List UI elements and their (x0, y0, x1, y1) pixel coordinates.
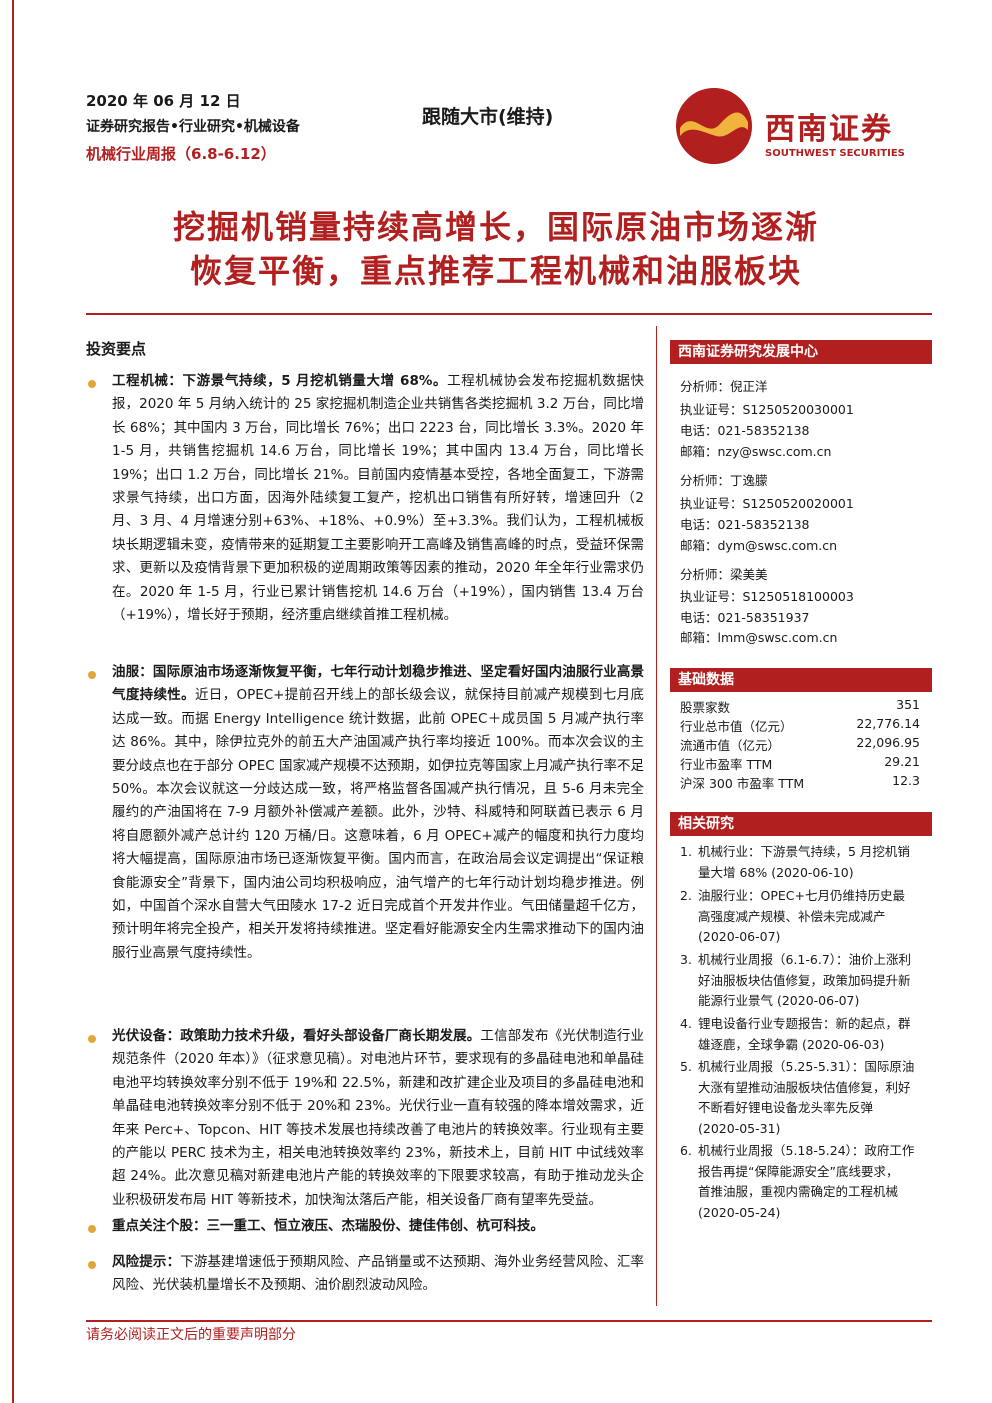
basic-data-key: 流通市值（亿元） (680, 738, 781, 753)
analyst-license: 执业证号：S1250520030001 (680, 402, 854, 417)
logo-english-name: SOUTHWEST SECURITIES (765, 148, 905, 159)
related-item-line: 油服行业：OPEC+七月仍维持历史最 (698, 888, 905, 903)
related-item-line: 大涨有望推动油服板块估值修复，利好 (698, 1079, 911, 1095)
logo-chinese-name: 西南证券 (765, 112, 893, 147)
analyst-name: 分析师：丁逸朦 (680, 473, 768, 488)
point-body: 工信部发布《光伏制造行业规范条件（2020 年本）》（征求意见稿）。对电池片环节… (112, 1028, 645, 1208)
basic-data-key: 股票家数 (680, 700, 731, 715)
basic-data-key: 行业总市值（亿元） (680, 719, 793, 734)
related-item-line: 量大增 68% (2020-06-10) (698, 864, 854, 880)
related-item-number: 5. (680, 1059, 692, 1074)
report-series: 机械行业周报（6.8-6.12） (86, 145, 276, 163)
basic-data-value: 22,776.14 (856, 716, 920, 731)
report-title-line-1: 挖掘机销量持续高增长，国际原油市场逐渐 (172, 208, 819, 246)
analyst-name: 分析师：梁美美 (680, 567, 768, 582)
analyst-name: 分析师：倪正洋 (680, 379, 768, 394)
related-item-line: 报告再提“保障能源安全”底线要求， (698, 1163, 899, 1179)
related-item-line: 高强度减产规模、补偿未完成减产 (698, 908, 886, 924)
basic-data-key: 沪深 300 市盈率 TTM (680, 776, 805, 791)
point-lead: 光伏设备：政策助力技术升级，看好头部设备厂商长期发展。 (112, 1028, 481, 1044)
footer-disclaimer: 请务必阅读正文后的重要声明部分 (86, 1327, 296, 1343)
point-lead: 重点关注个股：三一重工、恒立液压、杰瑞股份、捷佳伟创、杭可科技。 (112, 1218, 544, 1234)
footer-divider (86, 1320, 932, 1322)
point-body: 下游基建增速低于预期风险、产品销量或不达预期、海外业务经营风险、汇率风险、光伏装… (112, 1254, 645, 1294)
related-item-line: 好油服板块估值修复，政策加码提升新 (698, 972, 911, 988)
analyst-phone: 电话：021-58351937 (680, 610, 810, 625)
related-research-header: 相关研究 (670, 812, 932, 836)
related-item-line: 锂电设备行业专题报告：新的起点，群 (698, 1016, 911, 1031)
related-item-line: 机械行业周报（6.1-6.7）：油价上涨利 (698, 952, 912, 967)
point-key-stocks: 重点关注个股：三一重工、恒立液压、杰瑞股份、捷佳伟创、杭可科技。 (112, 1215, 644, 1238)
header-divider (86, 313, 932, 315)
related-item-number: 3. (680, 952, 692, 967)
point-body: 工程机械协会发布挖掘机数据快报，2020 年 5 月纳入统计的 25 家挖掘机制… (112, 373, 644, 624)
analyst-phone: 电话：021-58352138 (680, 423, 810, 438)
basic-data-value: 29.21 (884, 754, 920, 769)
related-item[interactable]: 6. 机械行业周报（5.18-5.24）：政府工作 报告再提“保障能源安全”底线… (680, 1141, 930, 1223)
report-title-line-2: 恢复平衡，重点推荐工程机械和油服板块 (189, 252, 802, 290)
analyst-license: 执业证号：S1250518100003 (680, 589, 854, 604)
related-item[interactable]: 3. 机械行业周报（6.1-6.7）：油价上涨利 好油服板块估值修复，政策加码提… (680, 950, 930, 1012)
analyst-email[interactable]: 邮箱：dym@swsc.com.cn (680, 538, 838, 553)
page-edge-line (12, 0, 14, 1403)
bullet-icon (88, 1225, 96, 1233)
related-item-number: 2. (680, 888, 692, 903)
basic-data-header: 基础数据 (670, 668, 932, 692)
investment-highlights-heading: 投资要点 (86, 340, 147, 358)
basic-data-value: 22,096.95 (856, 735, 920, 750)
related-item-number: 1. (680, 844, 692, 859)
research-center-header: 西南证券研究发展中心 (670, 340, 932, 364)
analyst-license: 执业证号：S1250520020001 (680, 496, 854, 511)
point-body: 近日，OPEC+提前召开线上的部长级会议，就保持目前减产规模到七月底达成一致。而… (112, 687, 644, 961)
bullet-icon (88, 1035, 96, 1043)
related-item-number: 4. (680, 1016, 692, 1031)
related-item-line: 机械行业周报（5.25-5.31）：国际原油 (698, 1059, 915, 1074)
bullet-icon (88, 380, 96, 388)
point-oil-services: 油服：国际原油市场逐渐恢复平衡，七年行动计划稳步推进、坚定看好国内油服行业高景气… (112, 661, 644, 965)
point-risk-warning: 风险提示：下游基建增速低于预期风险、产品销量或不达预期、海外业务经营风险、汇率风… (112, 1251, 644, 1298)
basic-data-value: 351 (896, 697, 920, 712)
related-item-line: (2020-06-07) (698, 929, 781, 944)
related-item-line: 首推油服，重视内需确定的工程机械 (698, 1184, 899, 1199)
analyst-email[interactable]: 邮箱：lmm@swsc.com.cn (680, 630, 838, 645)
related-item-line: (2020-05-31) (698, 1120, 781, 1136)
related-item-line: 雄逐鹿，全球争霸 (2020-06-03) (698, 1036, 885, 1052)
industry-rating: 跟随大市(维持) (422, 106, 554, 128)
report-category: 证券研究报告•行业研究•机械设备 (86, 119, 300, 135)
related-item-line: (2020-05-24) (698, 1204, 781, 1220)
point-lead: 工程机械：下游景气持续，5 月挖机销量大增 68%。 (112, 373, 448, 389)
related-item-line: 不断看好锂电设备龙头率先反弹 (698, 1100, 874, 1115)
point-lead: 油服：国际原油市场逐渐恢复平衡，七年行动计划稳步推进、坚定看好国内油服行业高景气… (112, 664, 644, 704)
analyst-email[interactable]: 邮箱：nzy@swsc.com.cn (680, 444, 832, 459)
point-construction-machinery: 工程机械：下游景气持续，5 月挖机销量大增 68%。工程机械协会发布挖掘机数据快… (112, 370, 644, 627)
basic-data-value: 12.3 (892, 773, 920, 788)
point-photovoltaic: 光伏设备：政策助力技术升级，看好头部设备厂商长期发展。工信部发布《光伏制造行业规… (112, 1025, 644, 1212)
related-item-line: 能源行业景气 (2020-06-07) (698, 993, 860, 1008)
report-date: 2020 年 06 月 12 日 (86, 92, 241, 110)
related-item[interactable]: 2. 油服行业：OPEC+七月仍维持历史最 高强度减产规模、补偿未完成减产 (2… (680, 886, 930, 948)
southwest-securities-logo-icon (676, 88, 752, 164)
related-item-line: 机械行业：下游景气持续，5 月挖机销 (698, 844, 910, 859)
point-lead: 风险提示： (112, 1254, 181, 1270)
related-item[interactable]: 1. 机械行业：下游景气持续，5 月挖机销 量大增 68% (2020-06-1… (680, 842, 930, 883)
column-divider (656, 326, 657, 1306)
related-item[interactable]: 5. 机械行业周报（5.25-5.31）：国际原油 大涨有望推动油服板块估值修复… (680, 1057, 930, 1139)
bullet-icon (88, 671, 96, 679)
related-item-number: 6. (680, 1143, 692, 1158)
bullet-icon (88, 1261, 96, 1269)
related-item[interactable]: 4. 锂电设备行业专题报告：新的起点，群 雄逐鹿，全球争霸 (2020-06-0… (680, 1014, 930, 1055)
basic-data-key: 行业市盈率 TTM (680, 757, 773, 772)
analyst-phone: 电话：021-58352138 (680, 517, 810, 532)
related-item-line: 机械行业周报（5.18-5.24）：政府工作 (698, 1143, 915, 1158)
